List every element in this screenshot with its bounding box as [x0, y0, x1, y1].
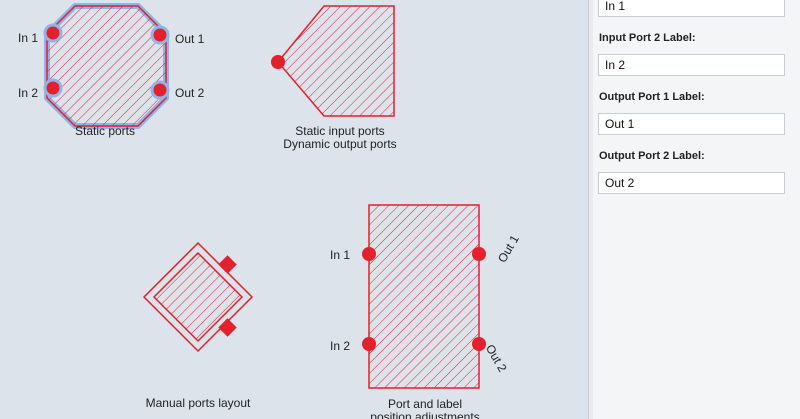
output-port-2-label: Output Port 2 Label: — [599, 150, 705, 162]
output-port-1-label: Output Port 1 Label: — [599, 91, 705, 103]
port-in-1[interactable] — [43, 23, 63, 43]
outer-diamond[interactable] — [142, 241, 254, 353]
caption-adjust-line1: Port and label — [387, 397, 463, 411]
inner-diamond[interactable] — [152, 251, 244, 343]
static-input-shape[interactable] — [271, 5, 395, 117]
panel-splitter[interactable] — [588, 0, 593, 419]
diagram-canvas[interactable]: In 1 In 2 Out 1 Out 2 Static ports Stati… — [0, 0, 588, 419]
caption-adjust-line2: position adjustments — [370, 410, 480, 419]
port-adj-out-1[interactable] — [472, 247, 486, 261]
caption-manual: Manual ports layout — [145, 396, 251, 410]
output-port-2-field[interactable] — [598, 172, 785, 194]
label-out-1: Out 1 — [175, 32, 205, 46]
port-input[interactable] — [271, 55, 285, 69]
label-in-1: In 1 — [18, 31, 39, 45]
input-port-2-label: Input Port 2 Label: — [599, 32, 696, 44]
adjustments-shape[interactable] — [362, 204, 486, 389]
caption-static-input-line1: Static input ports — [295, 124, 385, 138]
port-manual-top[interactable] — [218, 255, 237, 274]
label-out-2: Out 2 — [175, 86, 205, 100]
rectangle-node[interactable] — [368, 204, 480, 389]
label-adj-in-1: In 1 — [330, 248, 351, 262]
port-in-2[interactable] — [43, 78, 63, 98]
pentagon-node[interactable] — [277, 5, 395, 117]
static-ports-shape[interactable] — [43, 3, 170, 129]
port-out-2[interactable] — [150, 80, 170, 100]
diagram-svg — [43, 3, 486, 389]
port-adj-in-1[interactable] — [362, 247, 376, 261]
port-adj-out-2[interactable] — [472, 337, 486, 351]
port-adj-in-2[interactable] — [362, 337, 376, 351]
label-adj-in-2: In 2 — [330, 339, 351, 353]
input-port-2-field[interactable] — [598, 54, 785, 76]
label-in-2: In 2 — [18, 86, 39, 100]
manual-ports-shape[interactable] — [142, 241, 254, 353]
port-out-1[interactable] — [150, 25, 170, 45]
properties-panel: Input Port 2 Label: Output Port 1 Label:… — [593, 0, 800, 419]
caption-static-input-line2: Dynamic output ports — [283, 137, 397, 151]
output-port-1-field[interactable] — [598, 113, 785, 135]
octagon-node[interactable] — [46, 5, 167, 127]
port-manual-bottom[interactable] — [218, 318, 237, 337]
input-port-1-field[interactable] — [598, 0, 785, 17]
caption-static-ports: Static ports — [74, 124, 136, 138]
